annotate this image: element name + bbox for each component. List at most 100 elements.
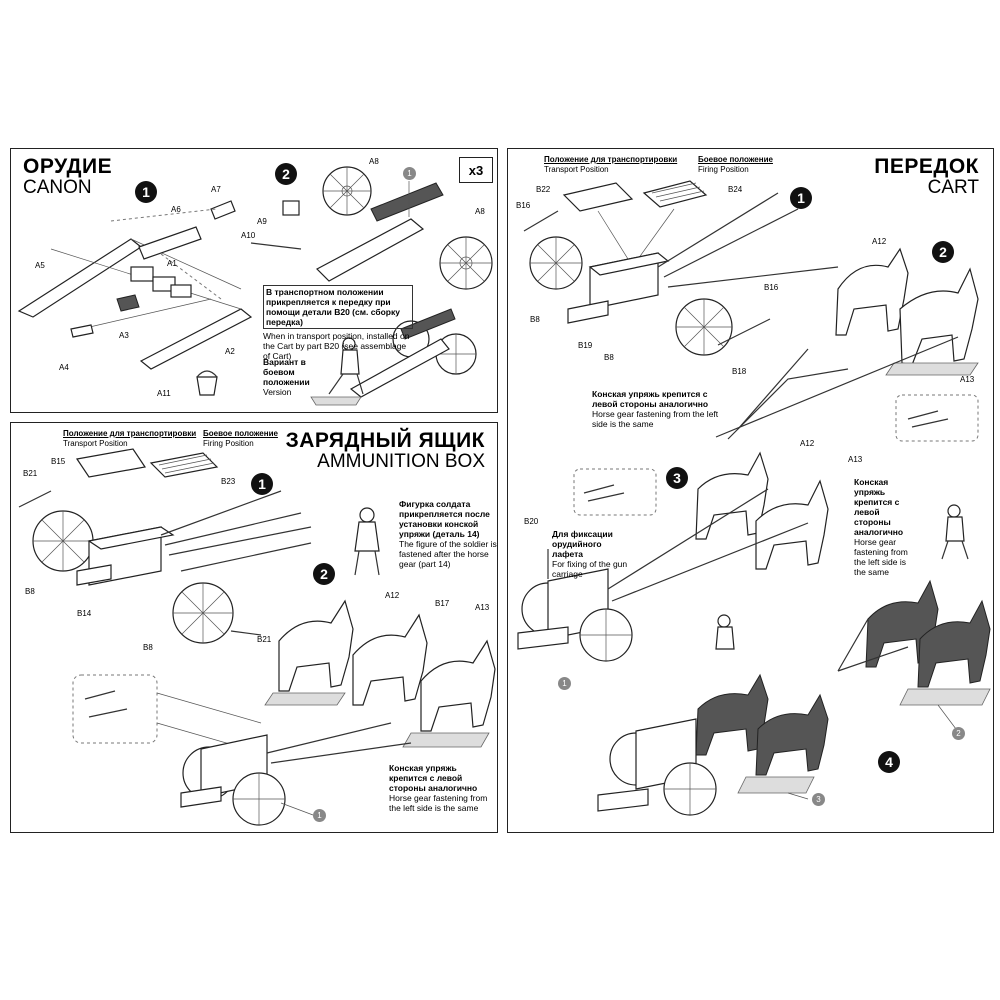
horse-gear-note-ru: Конская упряжь крепится с левой стороны … — [389, 763, 478, 793]
step-4-badge: 4 — [878, 751, 900, 773]
step-1-badge: 1 — [135, 181, 157, 203]
rammer-a10 — [250, 242, 302, 250]
detail-inset-1 — [895, 394, 979, 442]
horse-a13 — [420, 639, 496, 732]
part-label: B8 — [604, 353, 614, 362]
part-label: B22 — [536, 185, 551, 194]
horse-gear-note-ru: Конская упряжь крепится с левой стороны … — [592, 389, 709, 409]
breech-block — [130, 266, 154, 282]
canon-title-ru: ОРУДИЕ — [23, 155, 113, 178]
part-label: A7 — [211, 185, 221, 194]
horse-gear-note-2: Конская упряжь крепится с левой стороны … — [854, 477, 918, 577]
detail-inset-2 — [573, 468, 657, 516]
firing-position-en: Firing Position — [203, 439, 254, 448]
horse-step4-1 — [695, 673, 769, 756]
part-label: B8 — [143, 643, 153, 652]
step-2-badge: 2 — [313, 563, 335, 585]
quantity-badge: x3 — [459, 157, 493, 183]
part-label: A10 — [241, 231, 256, 240]
horse-a13 — [899, 267, 979, 366]
part-label: A2 — [225, 347, 235, 356]
horse-a13-step3 — [755, 479, 829, 570]
cart-panel: ПЕРЕДОК CART Положение для транспортиров… — [507, 148, 994, 833]
cart-title-en: CART — [927, 177, 979, 198]
callout-3: 3 — [812, 793, 825, 806]
callout-1: 1 — [403, 167, 416, 180]
transport-position-ru: Положение для транспортировки — [544, 155, 678, 164]
canon-title-en: CANON — [23, 177, 92, 198]
part-label: B8 — [25, 587, 35, 596]
part-label: A12 — [385, 591, 400, 600]
part-label: A4 — [59, 363, 69, 372]
transport-note-ru: В транспортном положении прикрепляется к… — [263, 285, 413, 329]
part-label: B21 — [23, 469, 38, 478]
gun-carriage-fix-note-ru: Для фиксации орудийного лафета — [552, 529, 613, 559]
variant-note-ru: Вариант в боевом положении — [263, 357, 310, 387]
part-label: B8 — [530, 315, 540, 324]
part-label: B24 — [728, 185, 743, 194]
part-label: A13 — [960, 375, 975, 384]
part-label: B16 — [764, 283, 779, 292]
soldier-body — [354, 521, 380, 552]
step-2-badge: 2 — [275, 163, 297, 185]
part-label: A3 — [119, 331, 129, 340]
firing-position-ru: Боевое положение — [203, 429, 278, 438]
callout-1: 1 — [313, 809, 326, 822]
firing-position-ru: Боевое положение — [698, 155, 773, 164]
part-label: A12 — [800, 439, 815, 448]
part-label: B14 — [77, 609, 92, 618]
bucket-a11 — [196, 376, 218, 396]
elevation-screw-a3 — [116, 294, 140, 312]
cart-title-ru: ПЕРЕДОК — [874, 155, 979, 178]
part-label: A9 — [257, 217, 267, 226]
horse-gear-note: Конская упряжь крепится с левой стороны … — [592, 389, 722, 429]
soldier-note-ru: Фигурка солдата прикрепляется после уста… — [399, 499, 490, 539]
horse-gear-note-en: Horse gear fastening from the left side … — [389, 793, 488, 813]
part-label: A8 — [369, 157, 379, 166]
soldier-head — [359, 507, 375, 523]
gun-carriage-fix-note-en: For fixing of the gun carriage — [552, 559, 628, 579]
part-label: A13 — [475, 603, 490, 612]
horse-b17 — [352, 613, 428, 706]
part-label: B23 — [221, 477, 236, 486]
cart-illustration — [517, 180, 991, 816]
callout-2: 2 — [952, 727, 965, 740]
horse-gear-note-2-ru: Конская упряжь крепится с левой стороны … — [854, 477, 904, 537]
part-label: B20 — [524, 517, 539, 526]
transport-note: В транспортном положении прикрепляется к… — [263, 285, 413, 361]
transport-position-ru: Положение для транспортировки — [63, 429, 197, 438]
ammo-illustration — [18, 448, 496, 826]
ammo-panel: ЗАРЯДНЫЙ ЯЩИК AMMUNITION BOX Положение д… — [10, 422, 498, 833]
transport-note-en: When in transport position, installed on… — [263, 331, 410, 361]
part-label: A1 — [167, 259, 177, 268]
canon-panel: ОРУДИЕ CANON x3 1 2 — [10, 148, 498, 413]
part-label: B21 — [257, 635, 272, 644]
part-label: B17 — [435, 599, 450, 608]
horse-harnessed-2 — [917, 599, 991, 688]
variant-note-en: Version — [263, 387, 292, 397]
lid-b23 — [149, 452, 219, 478]
step-1-badge: 1 — [790, 187, 812, 209]
canon-illustration — [17, 166, 493, 406]
step-3-badge: 3 — [666, 467, 688, 489]
ammo-title-en: AMMUNITION BOX — [317, 451, 485, 472]
trail-right-a2 — [139, 308, 253, 370]
horse-gear-note-2-en: Horse gear fastening from the left side … — [854, 537, 908, 577]
part-label: B18 — [732, 367, 747, 376]
callout-1: 1 — [558, 677, 571, 690]
transport-position-en: Transport Position — [544, 165, 609, 174]
part-label: A5 — [35, 261, 45, 270]
firing-position-en: Firing Position — [698, 165, 749, 174]
lid-b15 — [75, 448, 147, 478]
gun-barrel — [370, 182, 444, 222]
transport-position-en: Transport Position — [63, 439, 128, 448]
gun-carriage-fix-note: Для фиксации орудийного лафета For fixin… — [552, 529, 628, 579]
horse-gear-note-en: Horse gear fastening from the left side … — [592, 409, 719, 429]
horse-a12-step3 — [695, 451, 769, 540]
horse-a12 — [278, 599, 354, 692]
soldier-note: Фигурка солдата прикрепляется после уста… — [399, 499, 497, 569]
barrel-a6 — [138, 226, 202, 260]
horse-a12 — [835, 247, 909, 336]
horse-step4-2 — [755, 693, 829, 776]
soldier-note-en: The figure of the soldier is fastened af… — [399, 539, 497, 569]
